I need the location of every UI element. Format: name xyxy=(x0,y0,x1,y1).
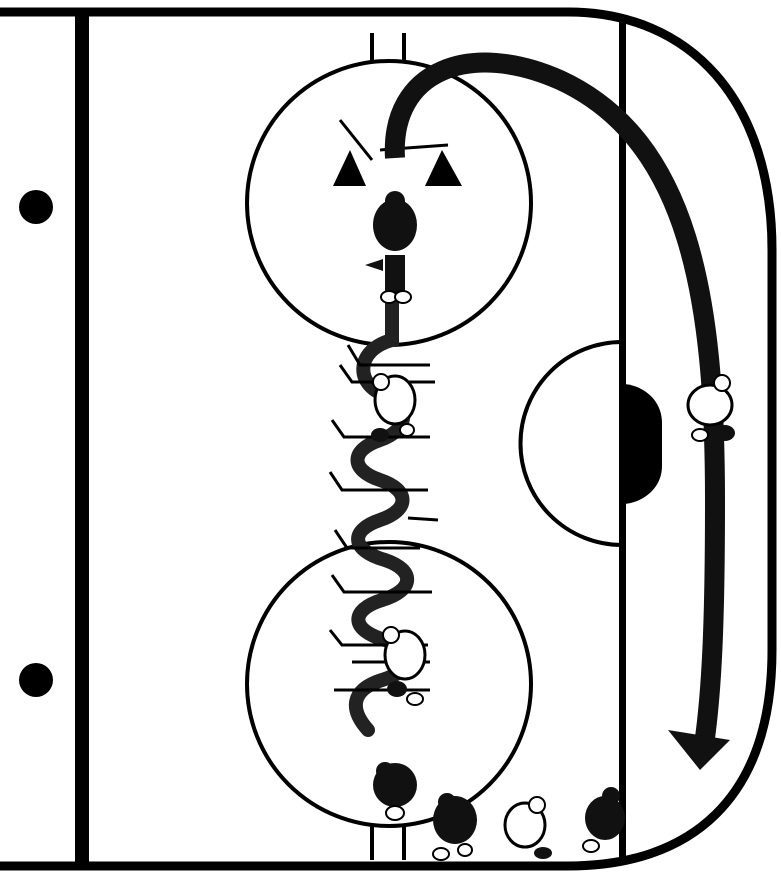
cone-right xyxy=(425,150,462,186)
goal-crease xyxy=(521,342,623,545)
bench-dot-bottom xyxy=(19,663,53,697)
player-light-line-3 xyxy=(505,797,552,859)
player-dark-line-2 xyxy=(433,793,477,860)
bench-dot-top xyxy=(19,190,53,224)
faceoff-hash-marks-bottom xyxy=(372,826,404,860)
curl-path-arrowhead xyxy=(668,730,730,770)
blue-line xyxy=(75,12,89,868)
goal-net xyxy=(622,384,662,504)
player-dark-line-1 xyxy=(373,762,417,820)
cone-left xyxy=(333,150,366,186)
cone-stick-left xyxy=(340,120,372,160)
player-dark-line-4 xyxy=(583,787,625,852)
faceoff-hash-marks-top xyxy=(372,33,404,62)
player-light-bottom xyxy=(383,627,425,705)
player-dark-top xyxy=(365,191,417,303)
